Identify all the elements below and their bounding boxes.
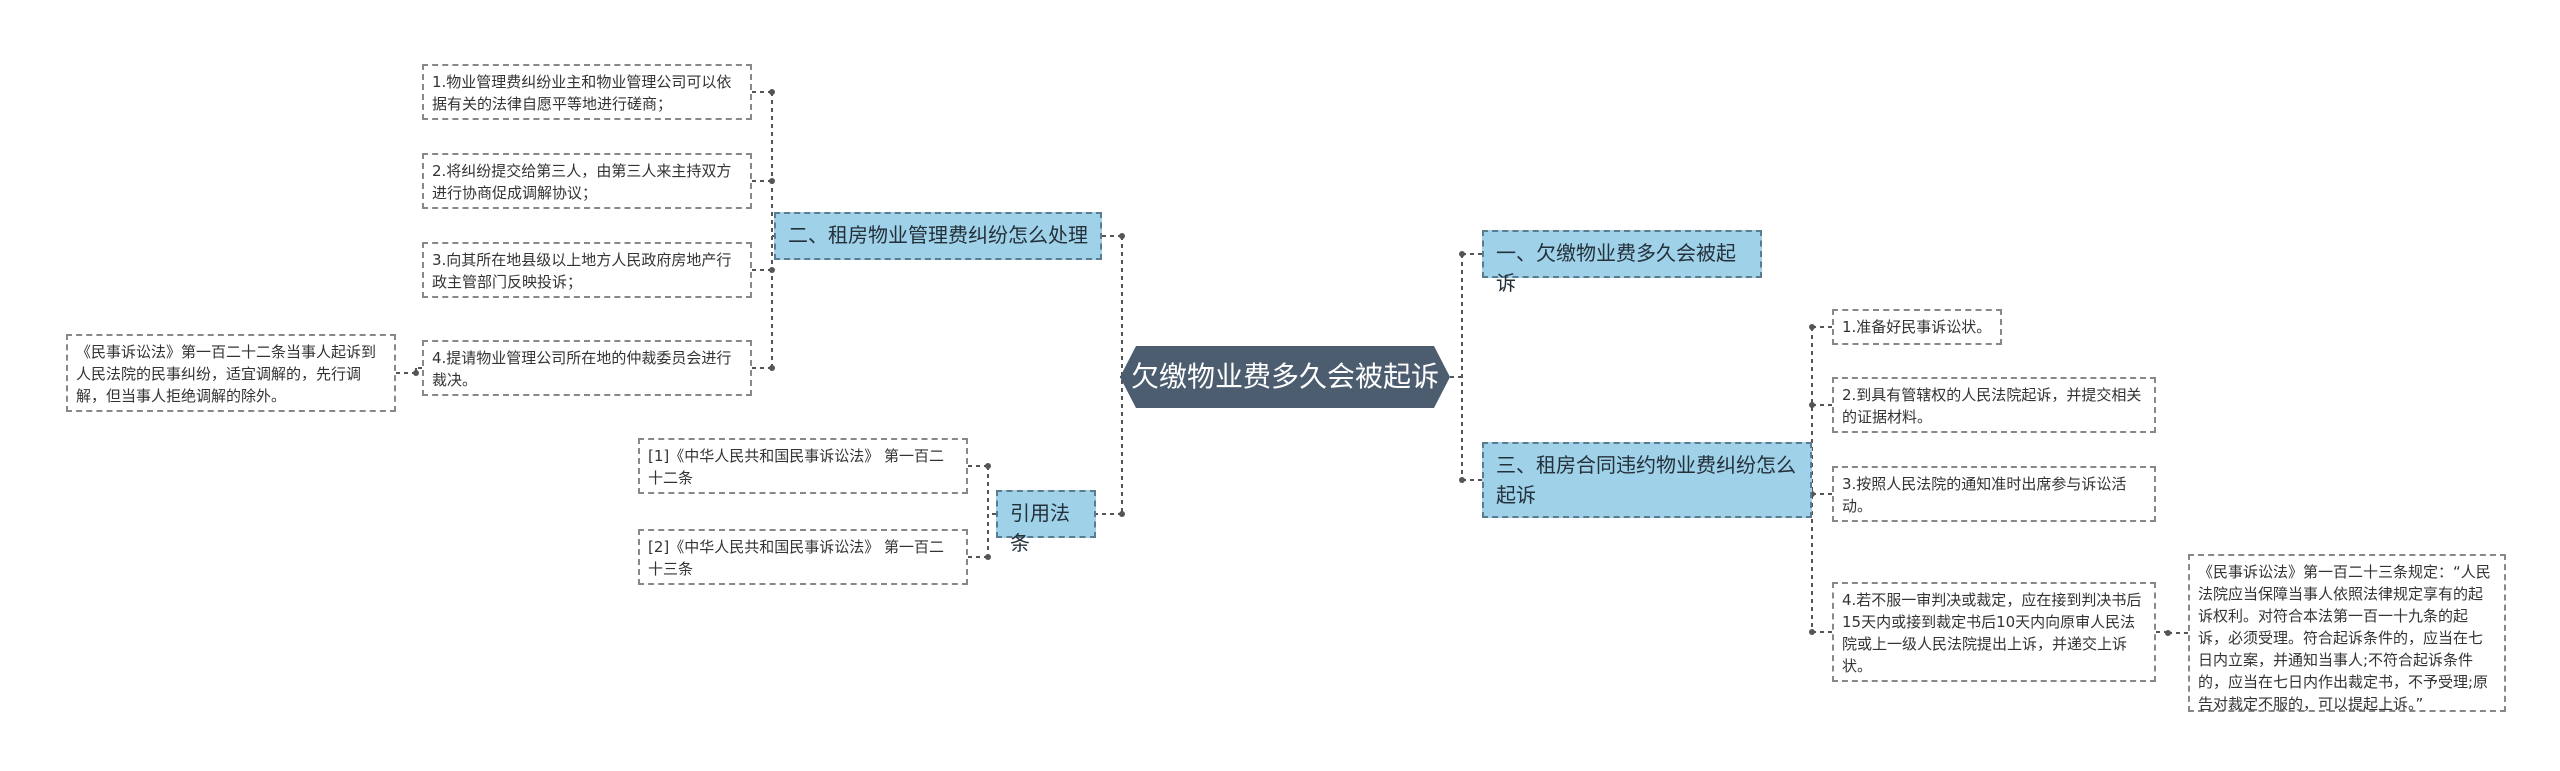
root-left-knot-0 bbox=[1119, 233, 1125, 239]
topic-b4-cited-laws[interactable]: 引用法条 bbox=[996, 490, 1096, 555]
leaf-b4-2[interactable]: [2]《中华人民共和国民事诉讼法》 第一百二十三条 bbox=[638, 529, 968, 585]
root-right-knot-0 bbox=[1459, 251, 1465, 257]
root-left-knot-1 bbox=[1119, 511, 1125, 517]
leaf-b2-4-note[interactable]: 《民事诉讼法》第一百二十二条当事人起诉到人民法院的民事纠纷，适宜调解的，先行调解… bbox=[66, 334, 396, 412]
topic-b3-how-to-sue[interactable]: 三、租房合同违约物业费纠纷怎么起诉 bbox=[1482, 442, 1812, 518]
b3-knot-0 bbox=[1809, 324, 1815, 330]
topic-b1-when-sued[interactable]: 一、欠缴物业费多久会被起诉 bbox=[1482, 230, 1762, 295]
b2-4-knot-0 bbox=[413, 370, 419, 376]
b2-knot-0 bbox=[769, 89, 775, 95]
leaf-b3-4[interactable]: 4.若不服一审判决或裁定，应在接到判决书后15天内或接到裁定书后10天内向原审人… bbox=[1832, 582, 2156, 682]
leaf-b2-3[interactable]: 3.向其所在地县级以上地方人民政府房地产行政主管部门反映投诉； bbox=[422, 242, 752, 298]
b2-knot-3 bbox=[769, 365, 775, 371]
b4-knot-0 bbox=[985, 463, 991, 469]
b3-4-knot-0 bbox=[2165, 630, 2171, 636]
leaf-b4-1[interactable]: [1]《中华人民共和国民事诉讼法》 第一百二十二条 bbox=[638, 438, 968, 494]
b3-knot-3 bbox=[1809, 629, 1815, 635]
b4-knot-1 bbox=[985, 554, 991, 560]
leaf-b2-2[interactable]: 2.将纠纷提交给第三人，由第三人来主持双方进行协商促成调解协议； bbox=[422, 153, 752, 209]
b3-knot-1 bbox=[1809, 402, 1815, 408]
leaf-b3-2[interactable]: 2.到具有管辖权的人民法院起诉，并提交相关的证据材料。 bbox=[1832, 377, 2156, 433]
leaf-b3-1[interactable]: 1.准备好民事诉讼状。 bbox=[1832, 309, 2002, 345]
leaf-b2-1[interactable]: 1.物业管理费纠纷业主和物业管理公司可以依据有关的法律自愿平等地进行磋商； bbox=[422, 64, 752, 120]
root-right-knot-1 bbox=[1459, 477, 1465, 483]
topic-b2-dispute-handling[interactable]: 二、租房物业管理费纠纷怎么处理 bbox=[774, 212, 1102, 260]
leaf-b3-3[interactable]: 3.按照人民法院的通知准时出席参与诉讼活动。 bbox=[1832, 466, 2156, 522]
central-topic[interactable]: 欠缴物业费多久会被起诉 bbox=[1120, 346, 1450, 408]
leaf-b2-4[interactable]: 4.提请物业管理公司所在地的仲裁委员会进行裁决。 bbox=[422, 340, 752, 396]
leaf-b3-4-note[interactable]: 《民事诉讼法》第一百二十三条规定：“人民法院应当保障当事人依照法律规定享有的起诉… bbox=[2188, 554, 2506, 713]
b2-knot-1 bbox=[769, 178, 775, 184]
b2-knot-2 bbox=[769, 267, 775, 273]
